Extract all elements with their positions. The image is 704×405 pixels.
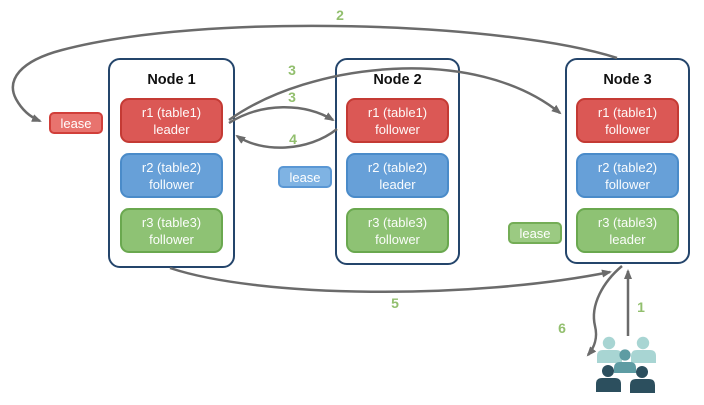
replica-role: follower <box>149 232 194 247</box>
step-label-3a: 3 <box>288 62 296 78</box>
step-label-1: 1 <box>637 299 645 315</box>
replica-role: follower <box>149 177 194 192</box>
replica-name: r3 (table3) <box>597 215 658 230</box>
replica-name: r3 (table3) <box>141 215 202 230</box>
replica-name: r1 (table1) <box>597 105 658 120</box>
node3-replica-r3: r3 (table3) leader <box>576 208 679 253</box>
replica-name: r3 (table3) <box>367 215 428 230</box>
step-label-6: 6 <box>558 320 566 336</box>
step-label-3b: 3 <box>288 89 296 105</box>
users-group-icon <box>596 336 656 393</box>
replica-name: r1 (table1) <box>367 105 428 120</box>
node2-title: Node 2 <box>373 72 422 88</box>
arrow-step2-node3-to-lease <box>11 24 618 123</box>
node2-replica-r1: r1 (table1) follower <box>346 98 449 143</box>
node2-replica-r2: r2 (table2) leader <box>346 153 449 198</box>
arrow-step3-leader-to-node2-follower <box>228 106 335 125</box>
replica-role: follower <box>605 122 650 137</box>
replica-role: leader <box>609 232 646 247</box>
node2-box: Node 2 r1 (table1) follower r2 (table2) … <box>335 58 460 265</box>
replica-name: r2 (table2) <box>597 160 658 175</box>
step-label-2: 2 <box>336 7 344 23</box>
node2-replica-r3: r3 (table3) follower <box>346 208 449 253</box>
node1-replica-r3: r3 (table3) follower <box>120 208 223 253</box>
lease-badge-r2: lease <box>278 166 332 188</box>
replica-role: follower <box>375 122 420 137</box>
replica-role: follower <box>605 177 650 192</box>
node3-replica-r1: r1 (table1) follower <box>576 98 679 143</box>
step-label-5: 5 <box>391 295 399 311</box>
node1-replica-r1: r1 (table1) leader <box>120 98 223 143</box>
replica-role: follower <box>375 232 420 247</box>
node1-title: Node 1 <box>147 72 196 88</box>
arrow-step5-node1-to-node3 <box>169 266 612 294</box>
replica-name: r2 (table2) <box>141 160 202 175</box>
node1-replica-r2: r2 (table2) follower <box>120 153 223 198</box>
replica-name: r2 (table2) <box>367 160 428 175</box>
lease-badge-r1: lease <box>49 112 103 134</box>
step-label-4: 4 <box>289 131 297 147</box>
node3-box: Node 3 r1 (table1) follower r2 (table2) … <box>565 58 690 264</box>
replica-name: r1 (table1) <box>141 105 202 120</box>
node3-replica-r2: r2 (table2) follower <box>576 153 679 198</box>
replica-role: leader <box>379 177 416 192</box>
node1-box: Node 1 r1 (table1) leader r2 (table2) fo… <box>108 58 235 268</box>
replica-role: leader <box>153 122 190 137</box>
lease-badge-r3: lease <box>508 222 562 244</box>
node3-title: Node 3 <box>603 72 652 88</box>
